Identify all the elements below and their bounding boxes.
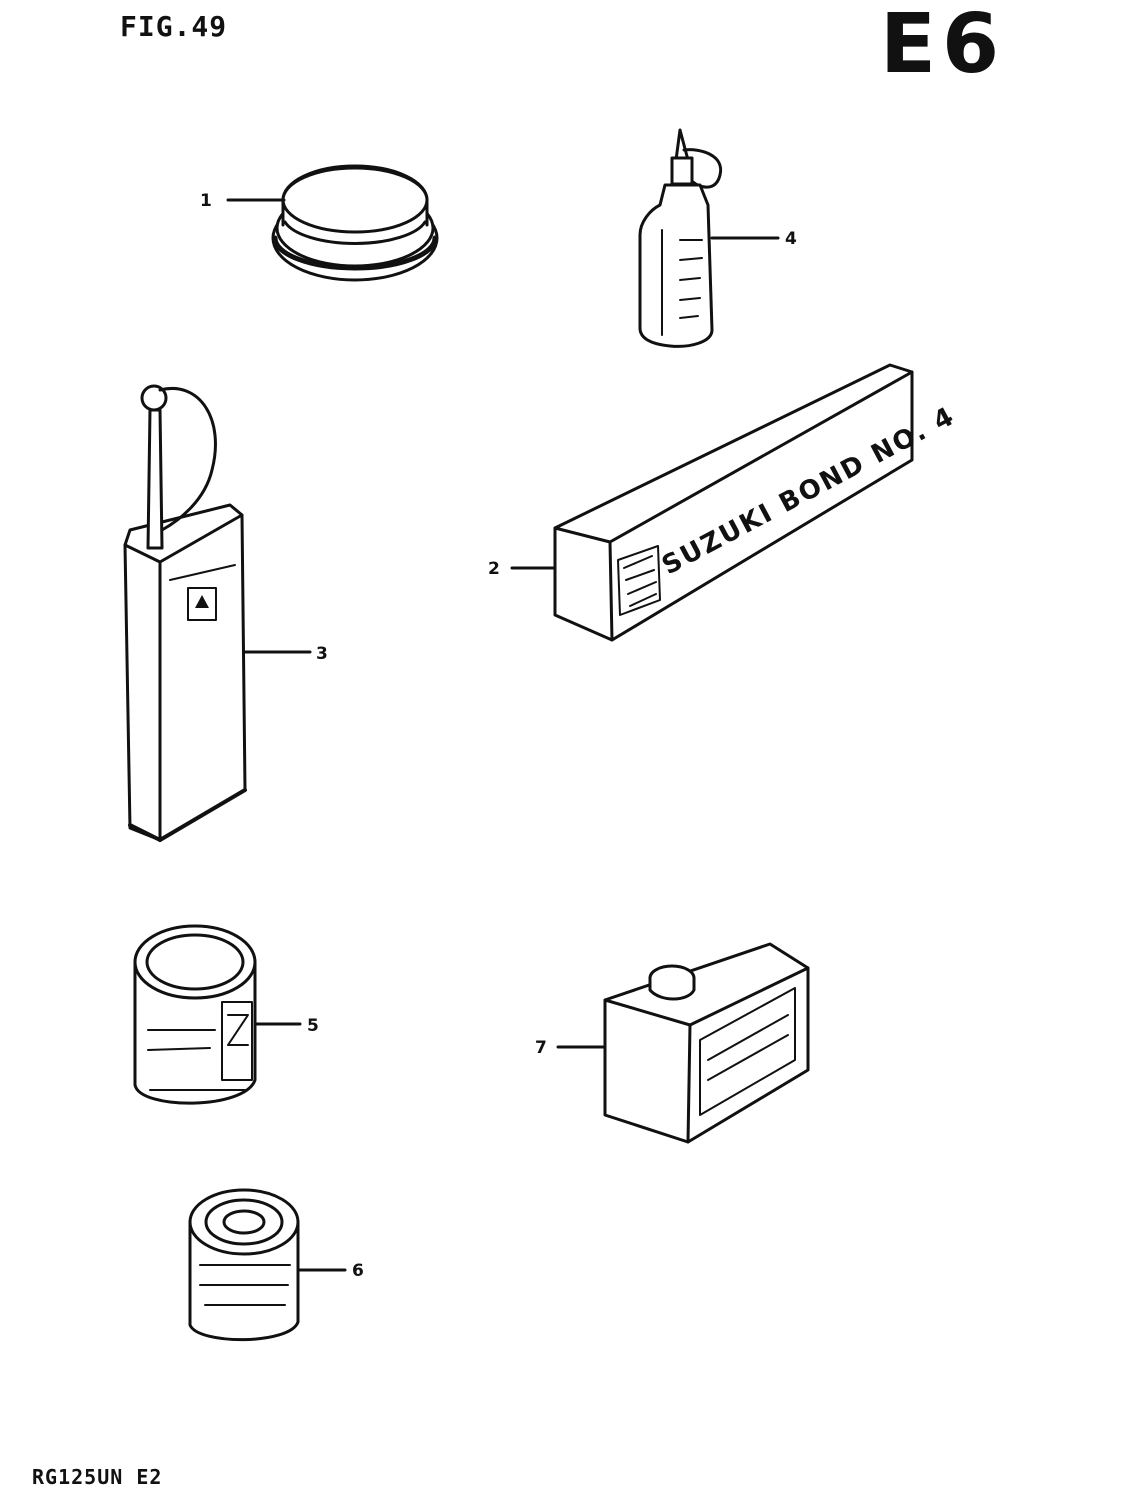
section-code: E6 — [880, 0, 1006, 92]
figure-label: FIG.49 — [120, 10, 228, 43]
squeeze-bottle-icon[interactable] — [638, 128, 723, 348]
small-can-icon[interactable] — [188, 1188, 300, 1342]
bond-box-icon[interactable]: SUZUKI BOND NO. 4 — [553, 363, 960, 642]
callout-4[interactable]: 4 — [785, 229, 797, 249]
callout-3[interactable]: 3 — [316, 644, 328, 664]
callout-5[interactable]: 5 — [307, 1016, 319, 1036]
grease-tin-icon[interactable] — [271, 164, 439, 282]
callout-6[interactable]: 6 — [352, 1261, 364, 1281]
callout-1[interactable]: 1 — [200, 191, 212, 211]
paint-can-icon[interactable] — [133, 924, 257, 1105]
model-code: RG125UN E2 — [32, 1465, 163, 1489]
rectangular-tin-icon[interactable] — [603, 942, 810, 1144]
callout-7[interactable]: 7 — [535, 1038, 547, 1058]
callout-2[interactable]: 2 — [488, 559, 500, 579]
oil-can-icon[interactable] — [123, 384, 247, 842]
